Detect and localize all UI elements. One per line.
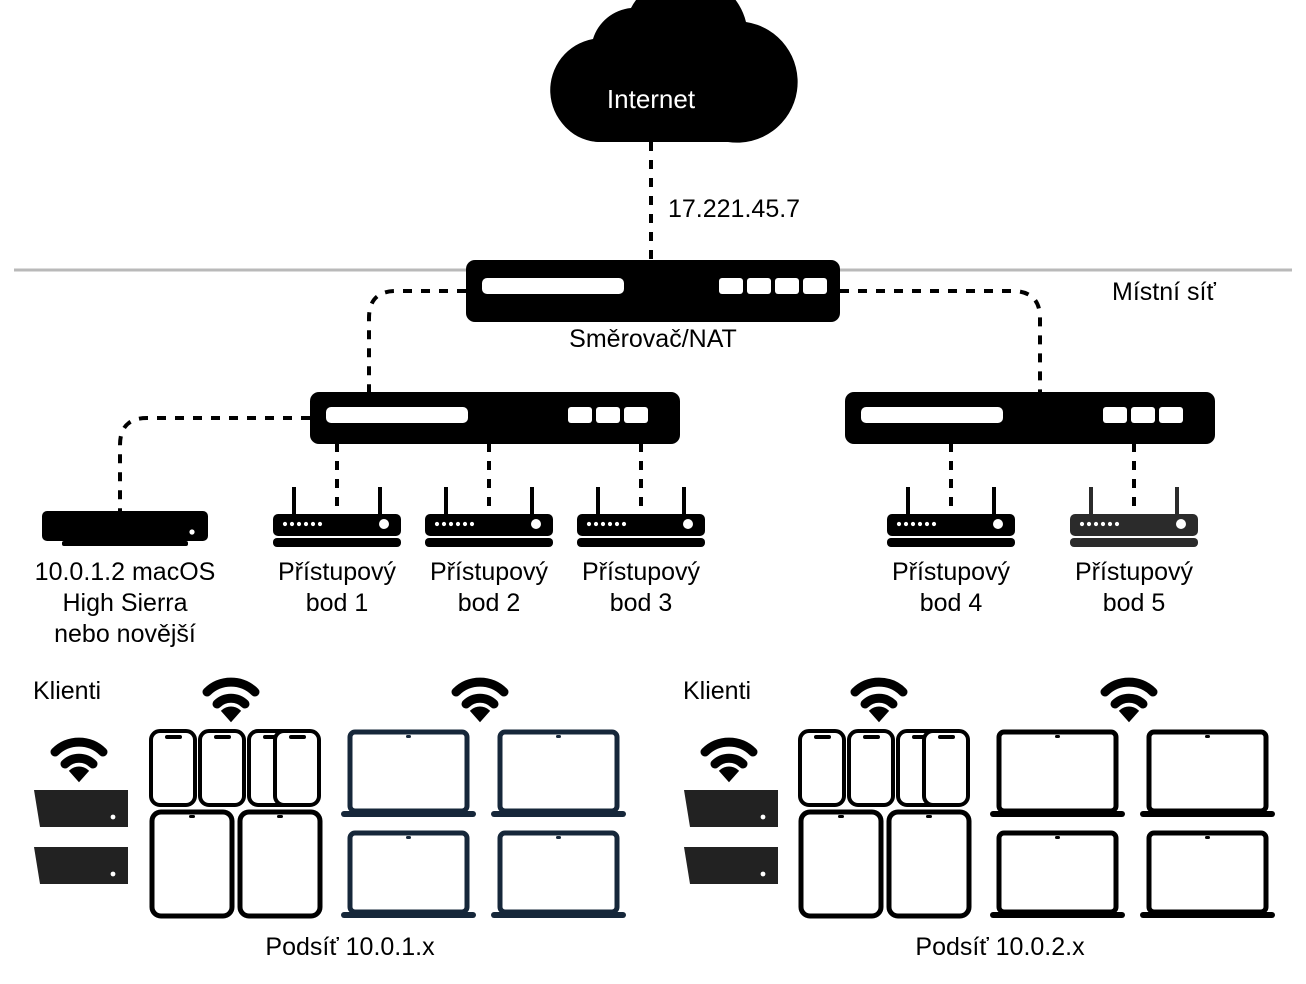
laptop-icon-l3 [341,830,476,918]
phone-icon-r2 [847,729,895,807]
access-point-label-2: Přístupový bod 2 [429,558,549,617]
access-point-icon-4 [887,487,1015,547]
server-label: 10.0.1.2 macOS High Sierra nebo novější [34,558,216,648]
wifi-icon-laptops-right [1100,677,1158,723]
access-point-label-5: Přístupový bod 5 [1074,558,1194,617]
phone-icon-r4 [922,729,970,807]
router-label: Směrovač/NAT [569,325,737,353]
link-router-switch-right [840,289,1042,393]
switch-icon-left [310,392,680,444]
internet-label: Internet [606,84,696,114]
router-icon [466,260,840,322]
access-point-label-3: Přístupový bod 3 [581,558,701,617]
wifi-icon-laptops-left [451,677,509,723]
tablet-icon-r2 [886,809,972,919]
phone-icon-r1 [798,729,846,807]
set-top-box-icon-r2 [684,847,778,884]
tablet-icon-l2 [237,809,323,919]
tablet-icon-r1 [798,809,884,919]
link-switch-server [118,416,310,512]
tablet-icon-l1 [149,809,235,919]
set-top-box-icon-r1 [684,790,778,827]
set-top-box-icon-l2 [34,847,128,884]
phone-icon-l4 [273,729,321,807]
set-top-box-icon-l1 [34,790,128,827]
subnet-label-2: Podsíť 10.0.2.x [915,933,1085,961]
clients-label-subnet-1: Klienti [33,677,102,705]
access-point-icon-5 [1070,487,1198,547]
wifi-icon-stb-left [50,737,108,783]
laptop-icon-r4 [1140,830,1275,918]
link-router-switch-left [367,289,466,393]
switch-icon-right [845,392,1215,444]
wifi-icon-phones-right [850,677,908,723]
laptop-icon-r1 [990,729,1125,817]
access-point-icon-1 [273,487,401,547]
access-point-label-4: Přístupový bod 4 [891,558,1011,617]
access-point-icon-3 [577,487,705,547]
subnet-label-1: Podsíť 10.0.1.x [265,933,435,961]
laptop-icon-r3 [990,830,1125,918]
local-network-label: Místní síť [1112,278,1216,306]
access-point-label-1: Přístupový bod 1 [277,558,397,617]
laptop-icon-r2 [1140,729,1275,817]
phone-icon-l2 [198,729,246,807]
laptop-icon-l1 [341,729,476,817]
server-icon [42,511,208,546]
clients-label-subnet-2: Klienti [683,677,752,705]
laptop-icon-l2 [491,729,626,817]
link-group [118,142,1136,519]
access-point-icon-2 [425,487,553,547]
wifi-icon-stb-right [700,737,758,783]
laptop-icon-l4 [491,830,626,918]
wifi-icon-phones-left [202,677,260,723]
wan-ip-label: 17.221.45.7 [668,195,801,223]
phone-icon-l1 [149,729,197,807]
cloud-icon [550,0,798,143]
